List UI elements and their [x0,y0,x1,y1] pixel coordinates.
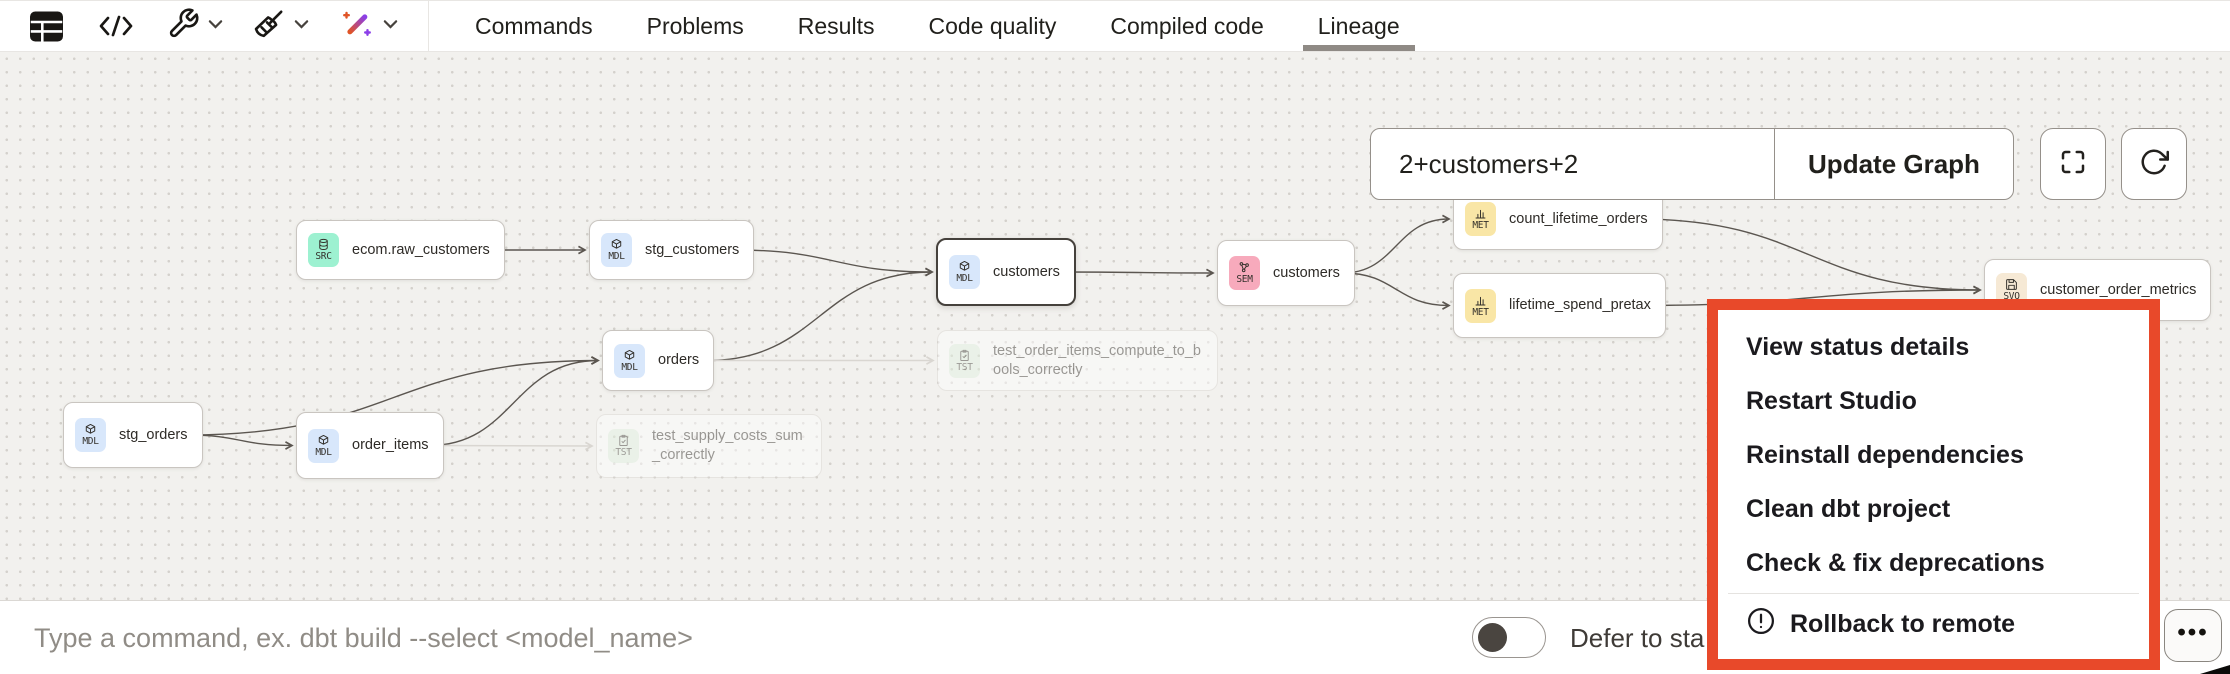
menu-item-restart-studio[interactable]: Restart Studio [1746,386,1917,415]
node-label: test_order_items_compute_to_bools_correc… [993,342,1201,378]
wrench-button[interactable] [167,7,223,45]
broom-icon [253,7,286,45]
refresh-icon [2139,147,2169,182]
toolbar-divider [428,1,429,51]
source-database-icon: SRC [308,233,339,267]
node-label: orders [658,352,700,369]
model-cube-icon: MDL [75,418,106,452]
node-label: stg_orders [119,426,188,443]
alert-circle-icon [1746,606,1776,643]
lineage-node-customers_semantic[interactable]: SEM customers [1217,240,1355,306]
defer-toggle[interactable] [1472,617,1546,658]
node-label: count_lifetime_orders [1509,210,1648,227]
menu-item-check-fix-deprecations[interactable]: Check & fix deprecations [1746,548,2045,577]
model-cube-icon: MDL [949,255,980,289]
test-clipboard-icon: TST [949,343,980,378]
lineage-node-stg_orders[interactable]: MDL stg_orders [63,402,203,468]
mouse-cursor [2200,665,2230,674]
update-graph-button[interactable]: Update Graph [1774,129,2013,199]
panel-tabs: Commands Problems Results Code quality Compi… [475,1,1415,51]
refresh-button[interactable] [2121,128,2187,200]
magic-wand-button[interactable] [339,7,398,46]
menu-item-rollback-to-remote[interactable]: Rollback to remote [1718,597,2149,651]
code-icon[interactable] [95,11,137,41]
model-cube-icon: MDL [308,428,339,463]
node-label: ecom.raw_customers [352,241,490,258]
lineage-selector-bar: Update Graph [1370,128,2014,200]
table-icon[interactable] [28,10,65,43]
lineage-node-customers_model[interactable]: MDL customers [936,238,1076,306]
lineage-node-ecom_raw_customers[interactable]: SRC ecom.raw_customers [296,220,505,280]
node-label: stg_customers [645,241,740,258]
fullscreen-icon [2058,147,2088,182]
chevron-down-icon [383,17,398,35]
tab-compiled-code[interactable]: Compiled code [1110,12,1264,39]
lineage-selector-input[interactable] [1371,129,1774,199]
menu-item-label: Rollback to remote [1790,609,2016,638]
command-input[interactable] [32,613,1336,663]
node-label: customers [993,263,1060,280]
more-options-button[interactable]: ••• [2164,609,2222,662]
top-toolbar: Commands Problems Results Code quality Compi… [0,0,2230,52]
fullscreen-button[interactable] [2040,128,2106,200]
wrench-icon [167,7,200,45]
tab-commands[interactable]: Commands [475,12,593,39]
node-label: order_items [352,437,429,454]
semantic-model-icon: SEM [1229,256,1260,290]
tab-problems[interactable]: Problems [646,12,744,39]
menu-item-reinstall-dependencies[interactable]: Reinstall dependencies [1746,440,2024,469]
chevron-down-icon [294,17,309,35]
node-label: customer_order_metrics [2040,281,2197,298]
broom-button[interactable] [253,7,309,45]
lineage-node-stg_customers[interactable]: MDL stg_customers [589,220,755,280]
menu-item-view-status-details[interactable]: View status details [1746,332,1970,361]
tab-results[interactable]: Results [797,12,875,39]
lineage-node-order_items[interactable]: MDL order_items [296,412,444,479]
node-label: test_supply_costs_sum_correctly [652,428,803,463]
node-label: customers [1273,264,1340,281]
command-bar: Defer to sta ••• [0,600,2230,674]
tab-code-quality[interactable]: Code quality [928,12,1057,39]
menu-item-clean-dbt-project[interactable]: Clean dbt project [1746,494,1951,523]
metric-chart-icon: MET [1465,288,1496,323]
tab-lineage[interactable]: Lineage [1302,1,1415,51]
lineage-node-lifetime_spend_pretax[interactable]: MET lifetime_spend_pretax [1453,273,1666,338]
menu-divider [1728,593,2139,594]
test-clipboard-icon: TST [608,429,639,463]
lineage-node-test_order_items_compute_to_bools_correctly[interactable]: TST test_order_items_compute_to_bools_cor… [937,330,1218,391]
magic-wand-icon [339,7,375,46]
toggle-knob [1478,622,1507,652]
lineage-node-test_supply_costs_sum_correctly[interactable]: TST test_supply_costs_sum_correctly [596,414,822,478]
model-cube-icon: MDL [614,343,645,378]
chevron-down-icon [208,17,223,35]
defer-toggle-label: Defer to sta [1570,622,1705,653]
node-label: lifetime_spend_pretax [1509,297,1651,314]
metric-chart-icon: MET [1465,202,1496,236]
model-cube-icon: MDL [601,233,632,267]
lineage-node-orders[interactable]: MDL orders [602,330,715,391]
toolbar-icon-group [0,7,398,46]
